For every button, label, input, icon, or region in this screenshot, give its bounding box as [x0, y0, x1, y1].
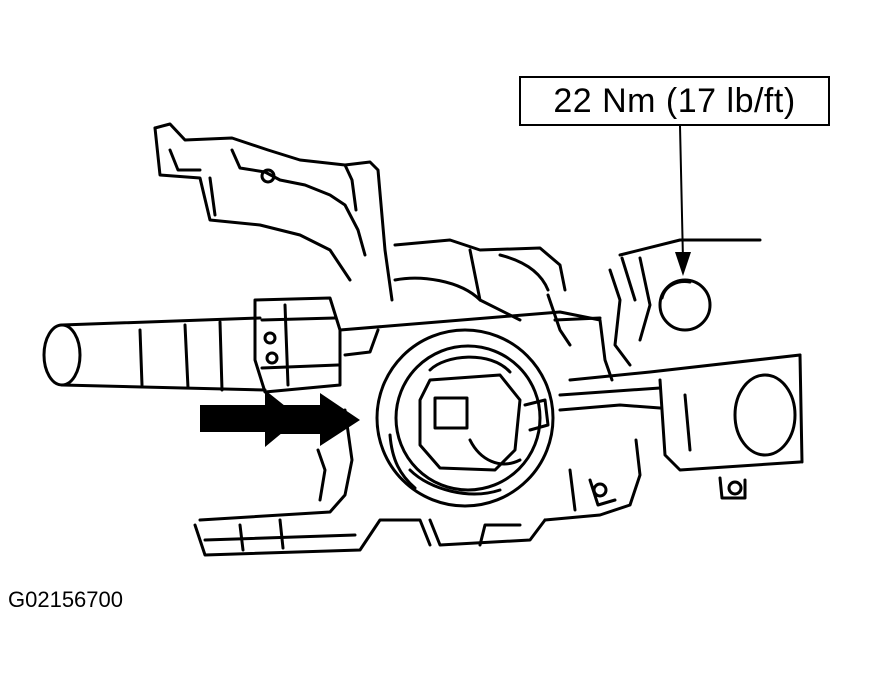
torque-callout-box: 22 Nm (17 lb/ft) — [519, 76, 830, 126]
lower-mounting-bracket — [193, 408, 642, 557]
torque-spec-label: 22 Nm (17 lb/ft) — [553, 81, 796, 120]
figure-id-label: G02156700 — [8, 587, 123, 612]
direction-arrow — [200, 390, 360, 447]
shaft-coupling — [253, 296, 342, 394]
upper-mounting-bracket — [153, 122, 394, 302]
lock-cylinder-housing — [375, 328, 555, 508]
torque-leader-arrowhead — [675, 252, 691, 276]
column-housing — [338, 238, 614, 382]
torque-leader-line — [679, 125, 684, 261]
torque-bolt — [658, 278, 712, 332]
right-side-assembly — [558, 238, 804, 500]
steering-shaft — [42, 316, 267, 392]
